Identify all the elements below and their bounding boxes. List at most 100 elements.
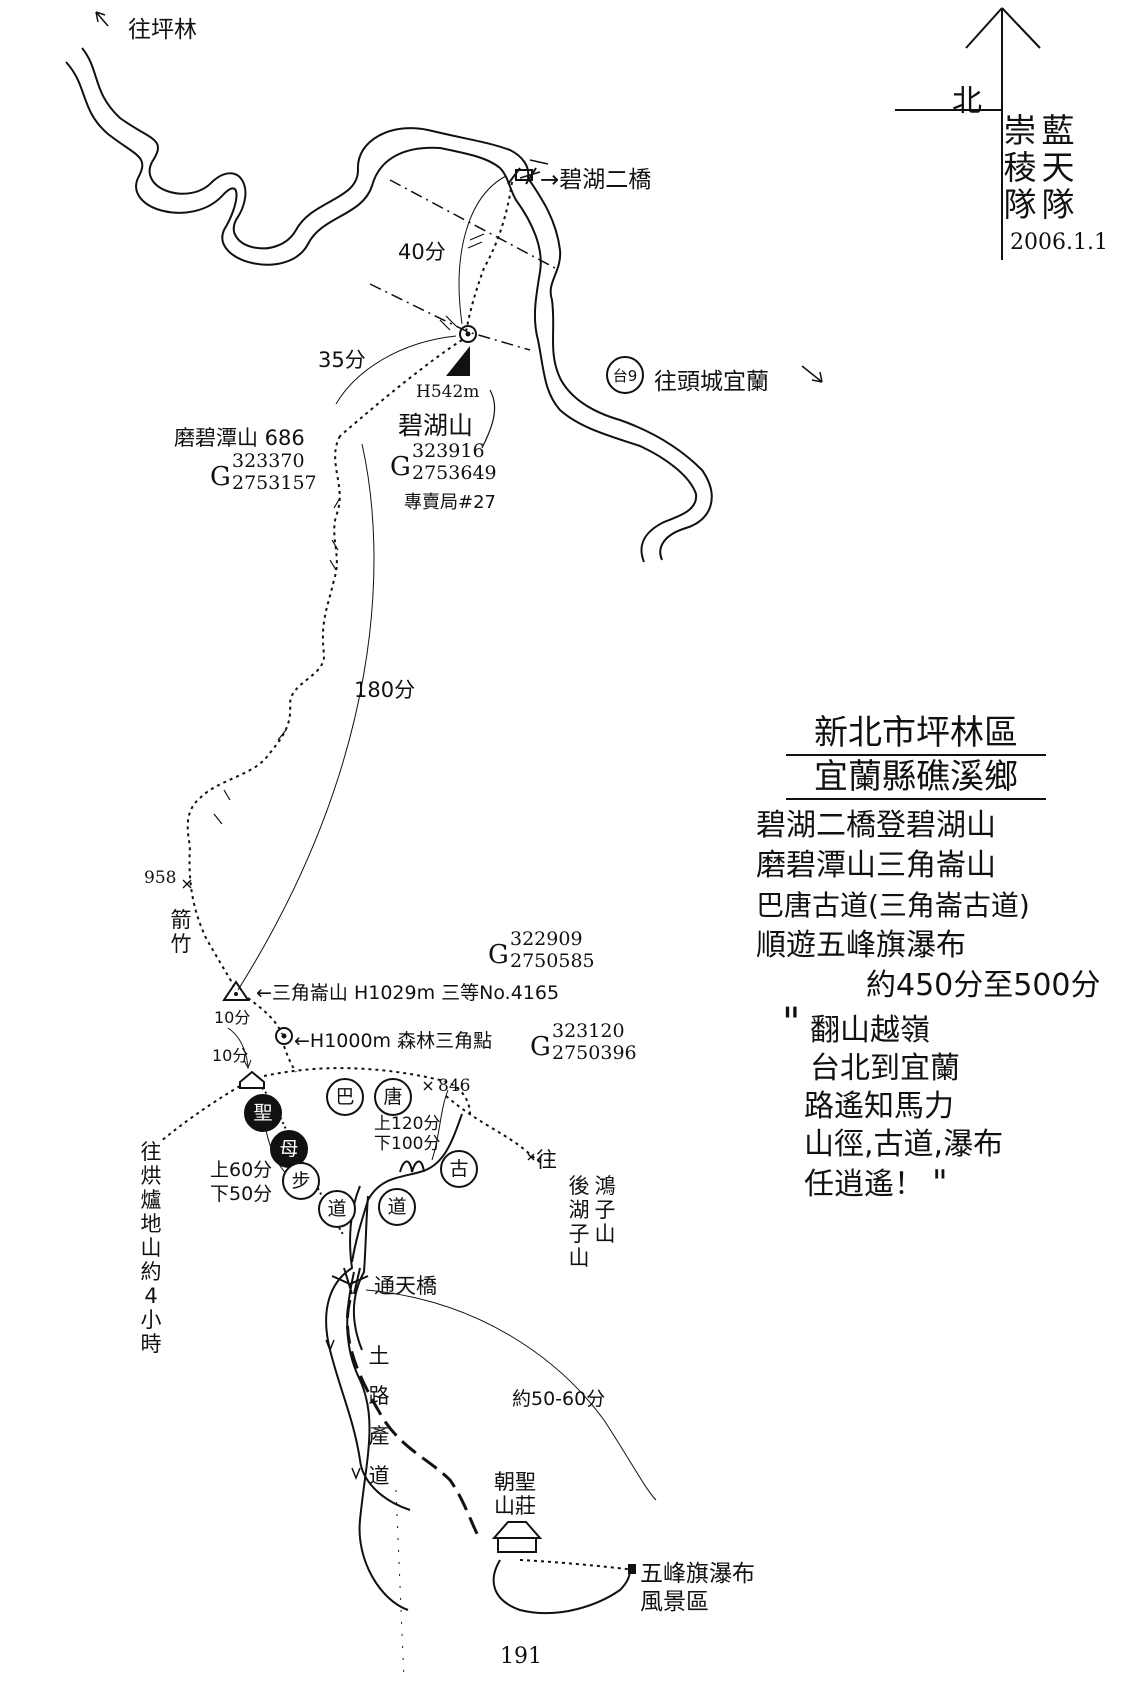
label-houhu-col: 後湖子山 [568,1174,590,1270]
trail-cross-marks [213,497,341,825]
label-to-houhu: 往 [536,1148,557,1172]
shengmu-char-3: 步 [282,1162,320,1200]
arc-40 [458,175,507,325]
chaosheng-lodge-icon [491,1521,543,1553]
ridge-line-2 [369,283,531,351]
trail-bihu-to-mobitan [339,339,463,437]
trail-to-falls [519,1559,637,1571]
label-h542: H542m [416,382,480,402]
h1000-g2: 2750396 [552,1042,637,1064]
route-9-label: 台9 [612,367,638,385]
poem-line-5-text: 任逍遙！ [804,1167,924,1202]
shengmu-char-4: 道 [318,1190,356,1228]
mobitan-g: G [210,462,231,492]
poem-open-quote: " [782,1000,801,1046]
batang-char-2: 唐 [374,1078,412,1116]
arc-180 [237,443,375,991]
junction-shelter-icon [239,1070,265,1089]
arc-35 [335,335,457,405]
label-hong-col: 鴻子山 [594,1174,616,1246]
label-chaosheng-lodge: 朝聖山莊 [494,1470,536,1518]
batang-char-3: 古 [440,1150,478,1188]
sjl-g1: 322909 [510,928,583,950]
bihu-g2: 2753649 [412,462,497,484]
region-line-1: 新北市坪林區 [786,712,1046,756]
batang-char-4: 道 [378,1188,416,1226]
label-bamboo: 箭竹 [170,908,192,957]
shengmu-char-1: 聖 [244,1094,282,1132]
poem-close-quote: " [932,1163,948,1203]
poem-line-5: 任逍遙！" [782,1164,1003,1204]
label-down-100: 下100分 [374,1134,441,1154]
batang-char-1: 巴 [326,1078,364,1116]
label-to-hongludi: 往烘爐地山約4小時 [140,1140,162,1356]
group-name-col1: 崇稜隊 [1003,111,1037,224]
label-to-toucheng: 往頭城宜蘭 [654,369,769,395]
label-elev-846: 846 [438,1076,471,1096]
bihu-g: G [390,452,411,482]
region-line-2: 宜蘭縣礁溪鄉 [786,756,1046,800]
label-falls: 五峰旗瀑布風景區 [640,1561,755,1615]
bihu-summit-marker [446,325,496,449]
group-name-col2: 藍天隊 [1041,111,1075,224]
map-date: 2006.1.1 [1010,230,1108,255]
arc-50-60 [365,1289,657,1501]
north-label: 北 [952,84,982,119]
route-desc-2: 磨碧潭山三角崙山 [756,848,996,883]
sjl-g: G [488,940,509,970]
tongtian-bridge-icon [331,1267,369,1295]
label-time-40: 40分 [398,240,446,264]
route-desc-3: 巴唐古道(三角崙古道) [756,889,1030,922]
h1000-g1: 323120 [552,1020,625,1042]
bihu-bridge-2-icon [507,167,537,185]
sjl-g2: 2750585 [510,950,595,972]
label-time-180: 180分 [354,678,416,702]
label-mobitan: 磨碧潭山 686 [174,426,305,450]
poem-line-1: 翻山越嶺 [810,1013,930,1048]
trail-to-houhu [445,1095,541,1163]
trail-marks [439,233,485,331]
route-description: 碧湖二橋登碧湖山 磨碧潭山三角崙山 巴唐古道(三角崙古道) 順遊五峰旗瀑布 約4… [756,806,1101,1006]
label-up-down-shengmu: 上60分 下50分 [210,1158,272,1206]
label-to-pinglin: 往坪林 [128,17,197,43]
label-time-10a: 10分 [214,1008,251,1027]
shengmu-char-2: 母 [270,1130,308,1168]
label-dirt-road: 土路產道 [368,1344,390,1488]
label-bihu-ref: 專賣局#27 [404,492,496,513]
label-bihu-mountain: 碧湖山 [398,411,474,440]
label-up-120: 上120分 [374,1114,441,1134]
bihu-g1: 323916 [412,440,485,462]
falls-valley [492,1559,631,1615]
north-arrow-icon [895,7,1041,260]
label-time-50-60: 約50-60分 [512,1388,606,1410]
poem-line-3: 路遙知馬力 [804,1089,954,1124]
poem: " 翻山越嶺 台北到宜蘭 路遙知馬力 山徑,古道,瀑布 任逍遙！" [782,1003,1003,1204]
arc-120 [431,1089,449,1161]
route-desc-5: 約450分至500分 [866,968,1101,1003]
route-desc-1: 碧湖二橋登碧湖山 [756,808,996,843]
trail-to-hongludi [159,1085,241,1143]
trail-bridge-to-bihu [465,181,513,333]
label-time-35: 35分 [318,348,366,372]
river [65,47,713,563]
stream-right [346,1271,409,1611]
h1000-marker [275,1027,293,1045]
route-desc-4: 順遊五峰旗瀑布 [756,928,966,963]
poem-line-2: 台北到宜蘭 [810,1051,960,1086]
sanjiaolun-triangle-icon [222,980,250,1001]
trail-batang-down [351,1113,463,1263]
h1000-g: G [530,1032,551,1062]
label-time-10b: 10分 [212,1046,249,1065]
main-trail-north [186,435,341,987]
mobitan-g2: 2753157 [232,472,317,494]
label-bihu-bridge-2: →碧湖二橋 [540,167,652,193]
label-down-50: 下50分 [210,1183,273,1205]
boundary-dots [395,1489,405,1681]
ridge-line [389,179,556,269]
stream-mid [353,1195,369,1351]
page-number: 191 [500,1644,542,1669]
route-9-shield: 台9 [606,356,644,394]
mobitan-g1: 323370 [232,450,305,472]
label-tongtian-bridge: 通天橋 [374,1274,437,1298]
region-title: 新北市坪林區 宜蘭縣礁溪鄉 [786,712,1046,800]
